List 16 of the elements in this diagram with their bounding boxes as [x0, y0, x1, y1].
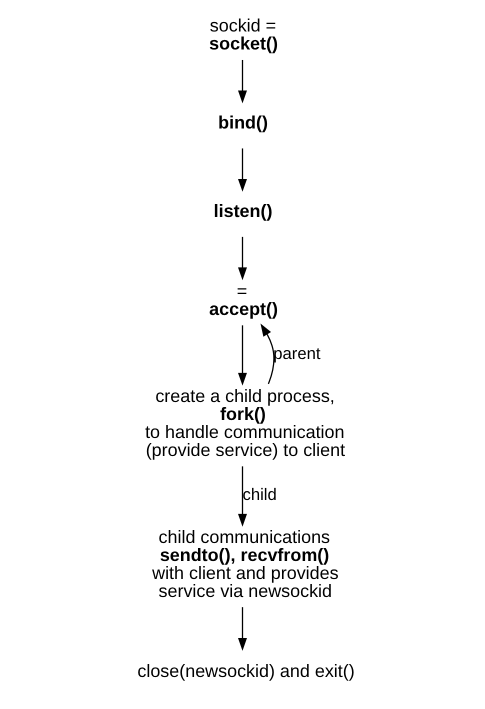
node-text: create a child process, fork() to handle communication (provide service) to client [145, 386, 346, 460]
arrow [238, 236, 247, 280]
node-text: = accept() [209, 281, 278, 320]
arrow [238, 607, 247, 651]
arrow [260, 323, 275, 384]
arrow [238, 325, 247, 386]
node-text: bind() [218, 112, 268, 132]
arrow [238, 60, 247, 104]
edge-label: parent [273, 344, 320, 363]
arrow [238, 466, 247, 527]
arrow [238, 148, 247, 192]
node-text: close(newsockid) and exit() [137, 661, 355, 682]
node-text: child communications sendto(), recvfrom() with client and provides service via newsockid [152, 527, 339, 602]
edge-label: child [242, 484, 277, 504]
node-text: sockid = socket() [209, 16, 278, 54]
node-text: listen() [214, 200, 272, 221]
